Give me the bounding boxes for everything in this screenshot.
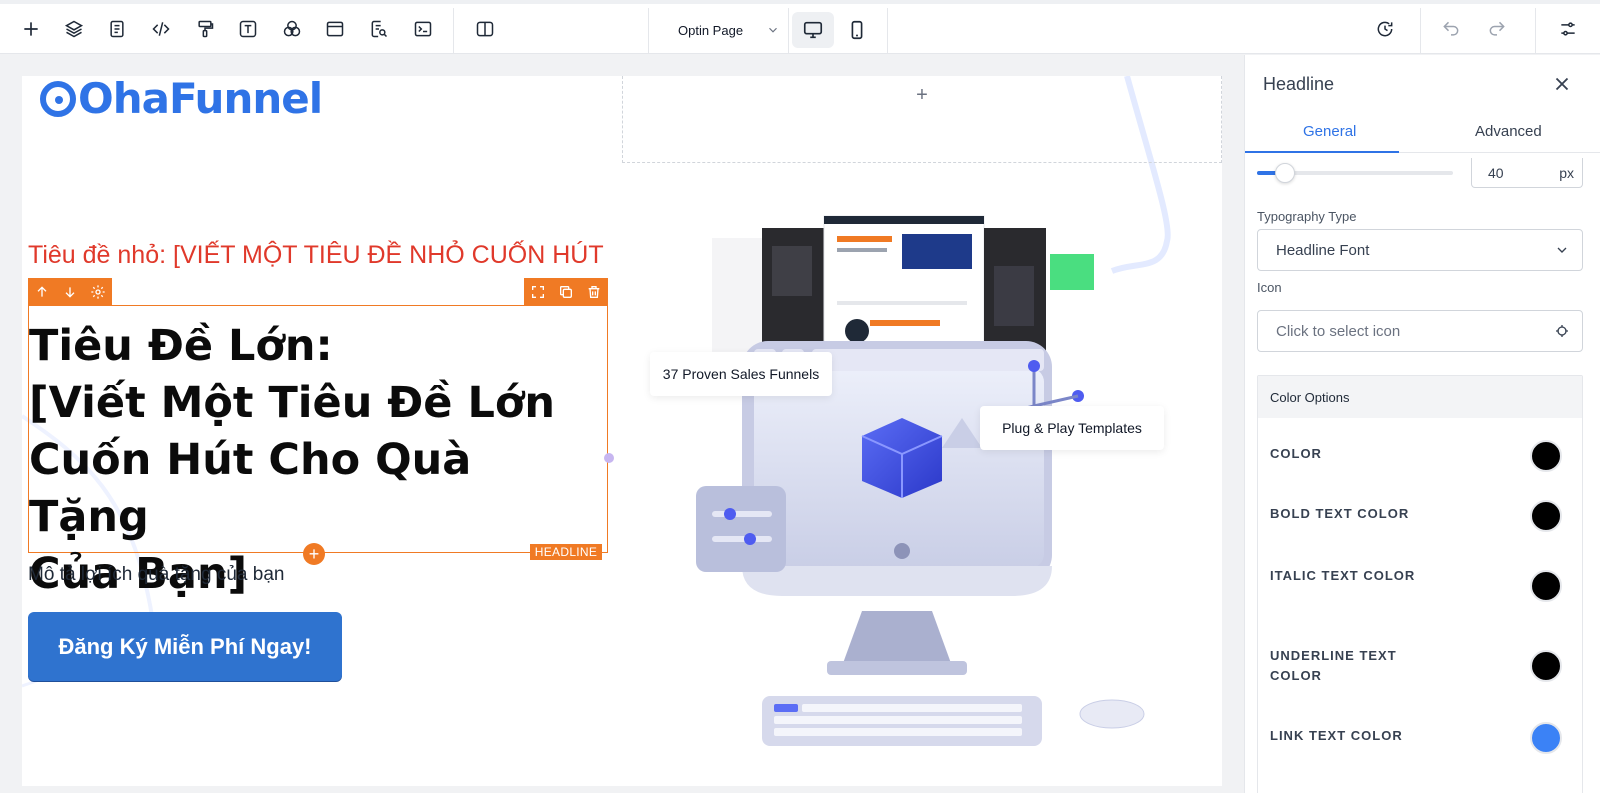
element-toolbar-left xyxy=(28,278,112,306)
toolbar-divider xyxy=(887,8,888,54)
top-toolbar: Optin Page xyxy=(0,0,1600,54)
mobile-icon xyxy=(851,20,863,40)
active-tab-indicator xyxy=(1245,151,1399,153)
color-option-row: UNDERLINE TEXT COLOR xyxy=(1258,638,1584,718)
color-options-section: Color Options COLOR BOLD TEXT COLOR ITAL… xyxy=(1257,375,1583,793)
toolbar-divider xyxy=(1535,8,1536,54)
color-option-row: ITALIC TEXT COLOR xyxy=(1258,558,1584,638)
color-option-label: LINK TEXT COLOR xyxy=(1270,728,1403,743)
gear-icon[interactable] xyxy=(90,284,106,300)
close-icon[interactable] xyxy=(1551,73,1573,95)
color-blend-icon[interactable] xyxy=(277,14,307,44)
headline-text[interactable]: Tiêu Đề Lớn: [Viết Một Tiêu Đề Lớn Cuốn … xyxy=(29,318,599,603)
logo-text: OhaFunnel xyxy=(78,76,323,123)
color-option-label: ITALIC TEXT COLOR xyxy=(1270,568,1416,583)
color-option-label: COLOR xyxy=(1270,446,1322,461)
desktop-icon xyxy=(803,21,823,39)
headline-line: Của Bạn] xyxy=(29,549,248,599)
add-element-icon[interactable]: + xyxy=(916,84,928,106)
arrow-up-icon[interactable] xyxy=(34,284,50,300)
toolbar-divider xyxy=(1420,8,1421,54)
search-document-icon[interactable] xyxy=(364,14,394,44)
font-size-unit: px xyxy=(1559,164,1574,181)
color-options-header: Color Options xyxy=(1258,376,1582,418)
callout-sales-funnels: 37 Proven Sales Funnels xyxy=(650,352,832,396)
code-icon[interactable] xyxy=(146,14,176,44)
chevron-down-icon xyxy=(1557,247,1567,253)
undo-icon[interactable] xyxy=(1436,14,1466,44)
font-size-input[interactable]: 40 px xyxy=(1471,158,1583,188)
paint-roller-icon[interactable] xyxy=(190,14,220,44)
computer-illustration xyxy=(696,215,1145,746)
icon-label: Icon xyxy=(1257,280,1282,295)
split-layout-icon[interactable] xyxy=(470,14,500,44)
text-icon[interactable] xyxy=(233,14,263,44)
color-swatch[interactable] xyxy=(1530,650,1562,682)
tab-advanced[interactable]: Advanced xyxy=(1475,123,1542,140)
resize-handle[interactable] xyxy=(604,453,614,463)
typography-type-label: Typography Type xyxy=(1257,209,1357,224)
crosshair-icon xyxy=(1556,325,1568,337)
font-size-slider[interactable] xyxy=(1257,163,1453,183)
color-swatch[interactable] xyxy=(1530,722,1562,754)
toolbar-divider xyxy=(788,8,789,54)
layers-icon[interactable] xyxy=(59,14,89,44)
element-toolbar-right xyxy=(524,278,608,306)
page-selector[interactable]: Optin Page xyxy=(662,16,786,44)
properties-panel: Headline General Advanced 40 px Typograp… xyxy=(1244,55,1600,793)
panel-title: Headline xyxy=(1263,74,1335,94)
font-size-value: 40 xyxy=(1488,164,1504,181)
color-swatch[interactable] xyxy=(1530,570,1562,602)
color-option-label: UNDERLINE TEXT COLOR xyxy=(1270,648,1397,683)
logo-mark-icon xyxy=(40,81,76,117)
slider-fill xyxy=(1257,171,1277,175)
element-type-tag: HEADLINE xyxy=(530,544,602,560)
toolbar-divider xyxy=(453,8,454,54)
typography-type-select[interactable]: Headline Font xyxy=(1257,229,1583,271)
expand-icon[interactable] xyxy=(530,284,546,300)
page-icon[interactable] xyxy=(102,14,132,44)
desktop-view-button[interactable] xyxy=(792,12,834,48)
arrow-down-icon[interactable] xyxy=(62,284,78,300)
cta-button[interactable]: Đăng Ký Miễn Phí Ngay! xyxy=(28,612,342,681)
toolbar-divider xyxy=(648,8,649,54)
color-option-row: LINK TEXT COLOR xyxy=(1258,718,1584,788)
duplicate-icon[interactable] xyxy=(558,284,574,300)
empty-section-dropzone[interactable]: + xyxy=(622,76,1222,163)
description-text[interactable]: Mô tả lợi ích quà tặng của bạn xyxy=(28,564,285,585)
callout-templates: Plug & Play Templates xyxy=(980,406,1164,450)
mobile-view-button[interactable] xyxy=(836,12,878,48)
icon-picker-placeholder: Click to select icon xyxy=(1276,322,1401,340)
color-swatch[interactable] xyxy=(1530,500,1562,532)
redo-icon[interactable] xyxy=(1482,14,1512,44)
plus-icon[interactable] xyxy=(16,14,46,44)
history-icon[interactable] xyxy=(1370,14,1400,44)
chevron-down-icon xyxy=(769,27,777,33)
icon-picker[interactable]: Click to select icon xyxy=(1257,310,1583,352)
hero-illustration: 37 Proven Sales Funnels Plug & Play Temp… xyxy=(642,206,1202,766)
panel-tabs: General Advanced xyxy=(1245,115,1600,153)
settings-sliders-icon[interactable] xyxy=(1553,14,1583,44)
color-option-row: COLOR xyxy=(1258,418,1584,494)
logo: OhaFunnel xyxy=(38,76,323,123)
headline-line: Cuốn Hút Cho Quà Tặng xyxy=(29,435,472,542)
add-element-below-button[interactable]: + xyxy=(303,543,325,565)
page-selector-label: Optin Page xyxy=(678,22,744,38)
headline-line: [Viết Một Tiêu Đề Lớn xyxy=(29,378,555,428)
tab-general[interactable]: General xyxy=(1303,123,1357,140)
headline-line: Tiêu Đề Lớn: xyxy=(29,321,333,371)
slider-thumb[interactable] xyxy=(1275,163,1295,183)
selected-headline-element[interactable]: Tiêu Đề Lớn: [Viết Một Tiêu Đề Lớn Cuốn … xyxy=(28,305,608,599)
trash-icon[interactable] xyxy=(586,284,602,300)
editor-canvas[interactable]: OhaFunnel + Tiêu đề nhỏ: [VIẾT MỘT TIÊU … xyxy=(22,76,1222,786)
color-swatch[interactable] xyxy=(1530,440,1562,472)
color-option-label: BOLD TEXT COLOR xyxy=(1270,506,1410,521)
terminal-icon[interactable] xyxy=(408,14,438,44)
browser-window-icon[interactable] xyxy=(320,14,350,44)
typography-type-value: Headline Font xyxy=(1276,241,1370,259)
color-option-row: BOLD TEXT COLOR xyxy=(1258,494,1584,558)
